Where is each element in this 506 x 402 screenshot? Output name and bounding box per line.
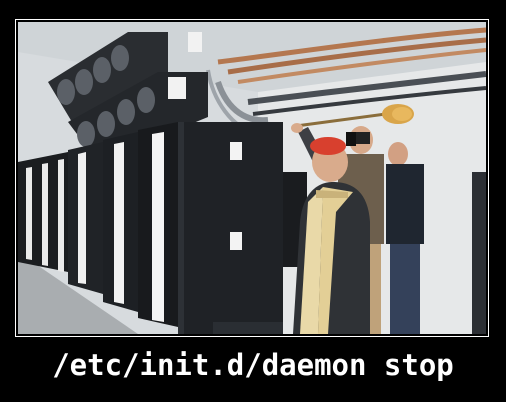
photo-frame bbox=[15, 19, 489, 337]
photo bbox=[18, 22, 486, 334]
caption-text: /etc/init.d/daemon stop bbox=[52, 348, 454, 382]
cardinal bbox=[291, 123, 370, 334]
onlooker bbox=[386, 142, 424, 334]
overhead-cable-trays bbox=[48, 32, 208, 162]
aspergillum bbox=[295, 104, 414, 128]
floor bbox=[18, 252, 138, 334]
photo-illustration bbox=[18, 22, 486, 334]
server-racks bbox=[18, 122, 283, 334]
ceiling-pipes bbox=[206, 27, 486, 134]
person-right-edge bbox=[472, 172, 486, 334]
stole bbox=[300, 187, 323, 334]
zucchetto bbox=[310, 137, 346, 155]
